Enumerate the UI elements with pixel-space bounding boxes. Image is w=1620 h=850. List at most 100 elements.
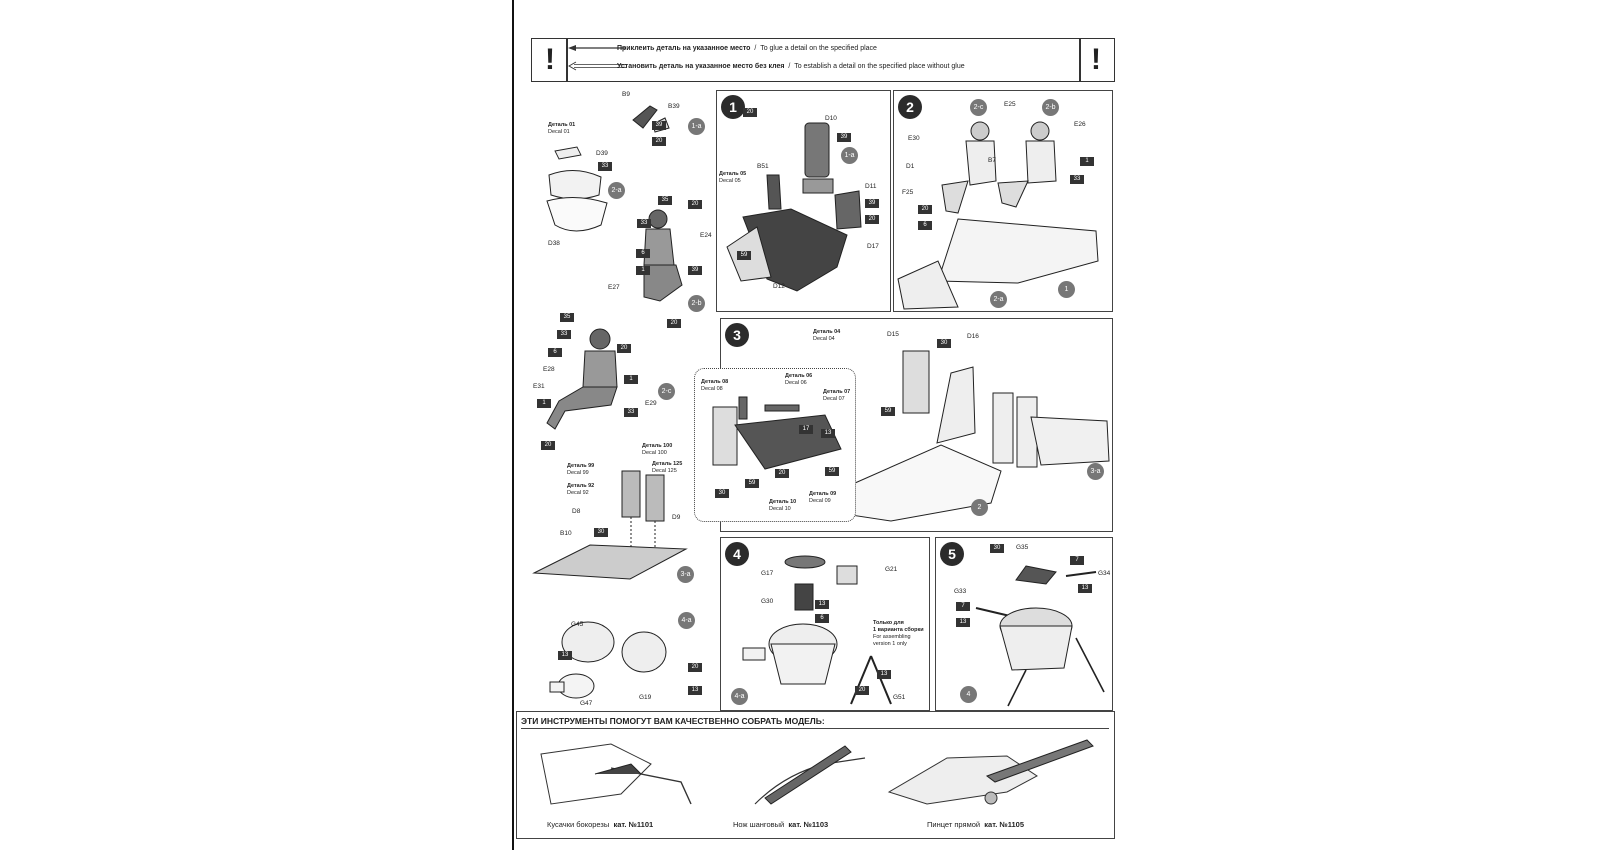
paint-17: 17 [799,425,813,434]
decal-92: Деталь 92 Decal 92 [567,483,595,496]
paint-20: 20 [541,441,555,450]
decal-06: Деталь 06 Decal 06 [785,373,813,386]
warning-mark-left: ! [545,43,555,76]
decal-99: Деталь 99 Decal 99 [567,463,595,476]
label-b39: B39 [668,103,680,110]
glue-legend: ! ! Приклеить деталь на указанное место … [531,38,1115,82]
paint-20: 20 [865,215,879,224]
tool-side-cutters: Кусачки бокорезы кат. №1101 [547,820,654,829]
label-g51: G51 [893,694,906,701]
sub-4-ref: 4 [960,686,977,703]
paint-59: 59 [745,479,759,488]
warning-mark-right: ! [1091,43,1101,76]
paint-20: 20 [775,469,789,478]
glue-legend-text: Приклеить деталь на указанное место / To… [617,45,877,52]
label-g33: G33 [954,588,967,595]
label-g21: G21 [885,566,898,573]
paint-39: 39 [865,199,879,208]
paint-33: 33 [598,162,612,171]
label-e24: E24 [700,232,712,239]
paint-7: 7 [1070,556,1084,565]
paint-20: 20 [688,200,702,209]
cockpit-assembly-drawing [850,350,1110,522]
tweezers-illustration [887,739,1094,805]
step-3-panel: 3 Деталь 04 Decal 04 D15 30 D16 59 3-a 2 [720,318,1113,532]
tool-hobby-knife: Нож шанговый кат. №1103 [733,820,829,829]
sub-4a: 4-a [678,612,695,629]
decal-05: Деталь 05 Decal 05 [719,171,747,184]
label-g35: G35 [1016,544,1029,551]
paint-20: 20 [918,205,932,214]
label-g17: G17 [761,570,774,577]
decal-07: Деталь 07 Decal 07 [823,389,851,402]
step-4-number: 4 [725,542,749,566]
paint-33: 33 [1070,175,1084,184]
sub-2b: 2-b [688,295,705,312]
instrument-panel-drawing [712,396,842,470]
paint-1: 1 [624,375,638,384]
label-f25: F25 [902,189,914,196]
paint-33: 33 [557,330,571,339]
paint-1: 1 [636,266,650,275]
label-b7: B7 [988,157,996,164]
paint-59: 59 [825,467,839,476]
hobby-knife-illustration [754,745,866,805]
decal-10: Деталь 10 Decal 10 [769,499,797,512]
no-glue-legend-text: Установить деталь на указанное место без… [617,63,965,70]
label-b51: B51 [757,163,769,170]
step-3-number: 3 [725,323,749,347]
label-g30: G30 [761,598,774,605]
recommended-tools-panel: ЭТИ ИНСТРУМЕНТЫ ПОМОГУТ ВАМ КАЧЕСТВЕННО … [516,711,1115,839]
paint-59: 59 [737,251,751,260]
paint-33: 33 [624,408,638,417]
label-b10: B10 [560,530,572,537]
step-5-number: 5 [940,542,964,566]
label-e28: E28 [543,366,555,373]
label-d8: D8 [572,508,581,515]
label-g45: G45 [571,621,584,628]
paint-13: 13 [1078,584,1092,593]
cockpit-crew-drawing [897,121,1099,310]
label-e26: E26 [1074,121,1086,128]
rotor-hub-drawing [975,565,1105,707]
paint-20: 20 [652,137,666,146]
label-e30: E30 [908,135,920,142]
paint-20: 20 [617,344,631,353]
label-e25: E25 [1004,101,1016,108]
paint-35: 35 [658,196,672,205]
tools-header: ЭТИ ИНСТРУМЕНТЫ ПОМОГУТ ВАМ КАЧЕСТВЕННО … [521,716,825,726]
paint-59: 59 [881,407,895,416]
label-d1: D1 [906,163,915,170]
pilot-figure-2b-drawing [643,209,683,302]
label-d17: D17 [867,243,879,250]
assembly-version-note: Только для 1 варианта сборки For assembl… [873,620,924,647]
paint-30: 30 [715,489,729,498]
paint-39: 39 [837,133,851,142]
paint-6: 6 [815,614,829,623]
seat-d39-d38-drawing [546,146,608,232]
step-5-panel: 5 30 G35 7 G34 G33 13 7 13 4 [935,537,1113,711]
decal-08: Деталь 08 Decal 08 [701,379,729,392]
label-e31: E31 [533,383,545,390]
step-4-panel: 4 G17 G21 G30 13 6 Только для 1 варианта… [720,537,930,711]
label-b9: B9 [622,91,630,98]
no-glue-arrow-icon [568,61,626,71]
sub-3a: 3-a [677,566,694,583]
cockpit-seats-drawing [726,122,862,292]
sub-2a: 2-a [608,182,625,199]
side-cutters-illustration [540,743,692,805]
step-1-number: 1 [721,95,745,119]
paint-1: 1 [1080,157,1094,166]
label-d12: D12 [773,283,785,290]
sub-4a-ref: 4-a [731,688,748,705]
label-e29: E29 [645,400,657,407]
paint-20: 20 [667,319,681,328]
step-3-inset: Деталь 08 Decal 08 Деталь 06 Decal 06 Де… [694,368,856,522]
paint-30: 30 [937,339,951,348]
paint-20: 20 [855,686,869,695]
label-d38: D38 [548,240,560,247]
label-d16: D16 [967,333,979,340]
label-d11: D11 [865,183,877,190]
paint-13: 13 [821,429,835,438]
sub-1-ref: 1 [1058,281,1075,298]
